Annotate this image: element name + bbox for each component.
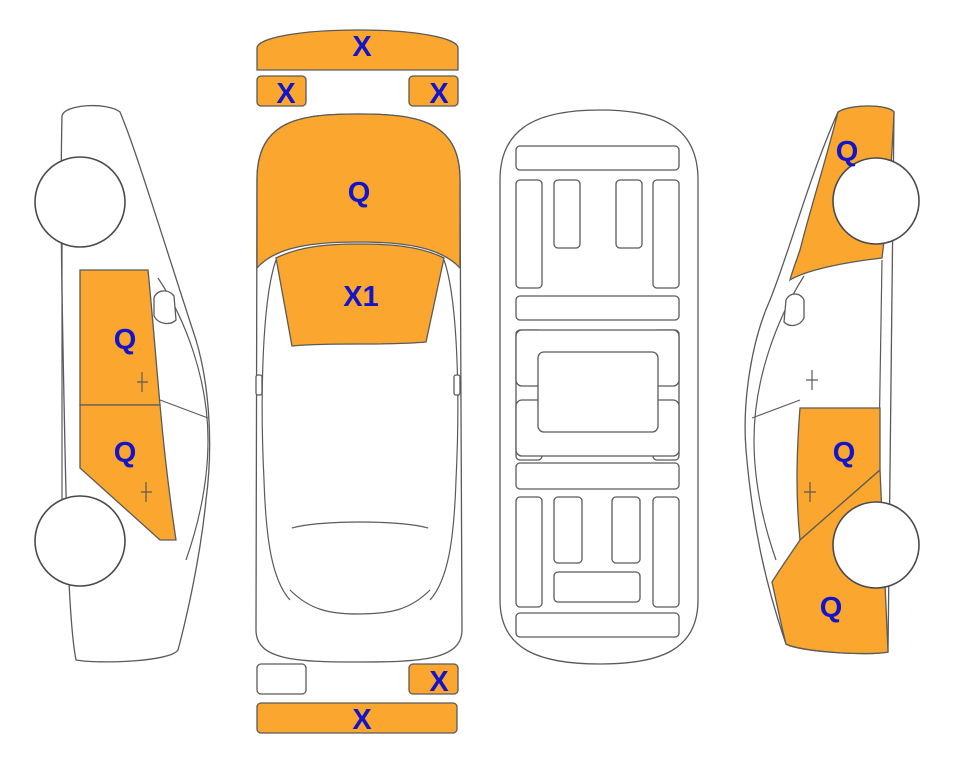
underbody-front-bar	[515, 145, 680, 171]
top-rear-window	[289, 589, 431, 615]
top-rear-right-corner-panel	[408, 663, 459, 695]
top-front-right-corner-panel	[408, 75, 459, 107]
left-side-mirror	[153, 290, 177, 325]
underbody-front-block-right	[615, 179, 643, 249]
top-windshield-panel	[275, 243, 445, 347]
top-rear-bumper-panel	[256, 702, 458, 734]
left-side-rear-door-mark: Q	[114, 437, 137, 469]
top-rear-bumper-mark: X	[352, 704, 372, 736]
underbody-view	[499, 109, 699, 665]
left-side-view: Q Q	[34, 104, 211, 663]
left-side-glass-line	[157, 277, 209, 561]
left-side-mirror-line	[159, 399, 209, 419]
top-side-line-left	[261, 259, 291, 601]
top-view: X X X Q X1 X X	[255, 29, 463, 736]
right-side-rear-wheel	[832, 501, 920, 589]
top-side-line-right	[429, 259, 459, 601]
right-side-front-handle	[806, 370, 818, 390]
top-front-bumper-panel	[256, 29, 459, 71]
left-side-rear-door-panel	[79, 404, 177, 541]
right-side-rear-door-mark: Q	[833, 437, 856, 469]
top-front-bumper-mark: X	[352, 31, 372, 63]
top-rear-right-corner-mark: X	[429, 666, 449, 698]
top-hood-panel	[256, 113, 461, 270]
underbody-rear-bar	[515, 612, 680, 638]
underbody-rear-block-left	[553, 496, 583, 564]
underbody-rear-block-right	[611, 496, 641, 564]
top-rear-left-corner-panel	[256, 663, 307, 695]
right-side-rear-handle	[804, 482, 816, 502]
underbody-crossmember-rear	[515, 462, 680, 490]
top-windshield-mark: X1	[343, 281, 378, 313]
right-side-rear-quarter-mark: Q	[820, 592, 843, 624]
top-front-left-corner-panel	[256, 75, 307, 107]
right-side-view: Q Q Q	[744, 105, 920, 655]
top-roof-rear	[291, 521, 429, 529]
underbody-crossmember-front	[515, 295, 680, 321]
top-right-mirror	[453, 374, 461, 396]
left-side-rear-wheel	[34, 495, 126, 587]
underbody-front-block-left	[553, 179, 581, 249]
right-side-glass-line	[753, 275, 805, 561]
left-side-rear-handle	[141, 482, 152, 502]
underbody-center-plate	[537, 351, 659, 433]
right-side-mirror-line	[751, 399, 801, 419]
underbody-rear-rail-right	[652, 496, 680, 608]
right-side-mirror	[783, 293, 805, 327]
right-side-front-wheel	[832, 157, 920, 245]
underbody-front-rail-left	[515, 179, 543, 289]
top-front-left-corner-mark: X	[276, 78, 296, 110]
left-side-front-wheel	[34, 156, 126, 248]
left-side-front-handle	[137, 372, 148, 392]
top-hood-mark: Q	[348, 177, 371, 209]
left-side-front-door-mark: Q	[114, 324, 137, 356]
underbody-front-rail-right	[652, 179, 680, 289]
underbody-rear-rail-left	[515, 496, 543, 608]
right-side-front-fender-mark: Q	[836, 136, 859, 168]
top-left-mirror	[255, 374, 263, 396]
underbody-rear-plate	[553, 571, 641, 603]
top-front-right-corner-mark: X	[429, 78, 449, 110]
